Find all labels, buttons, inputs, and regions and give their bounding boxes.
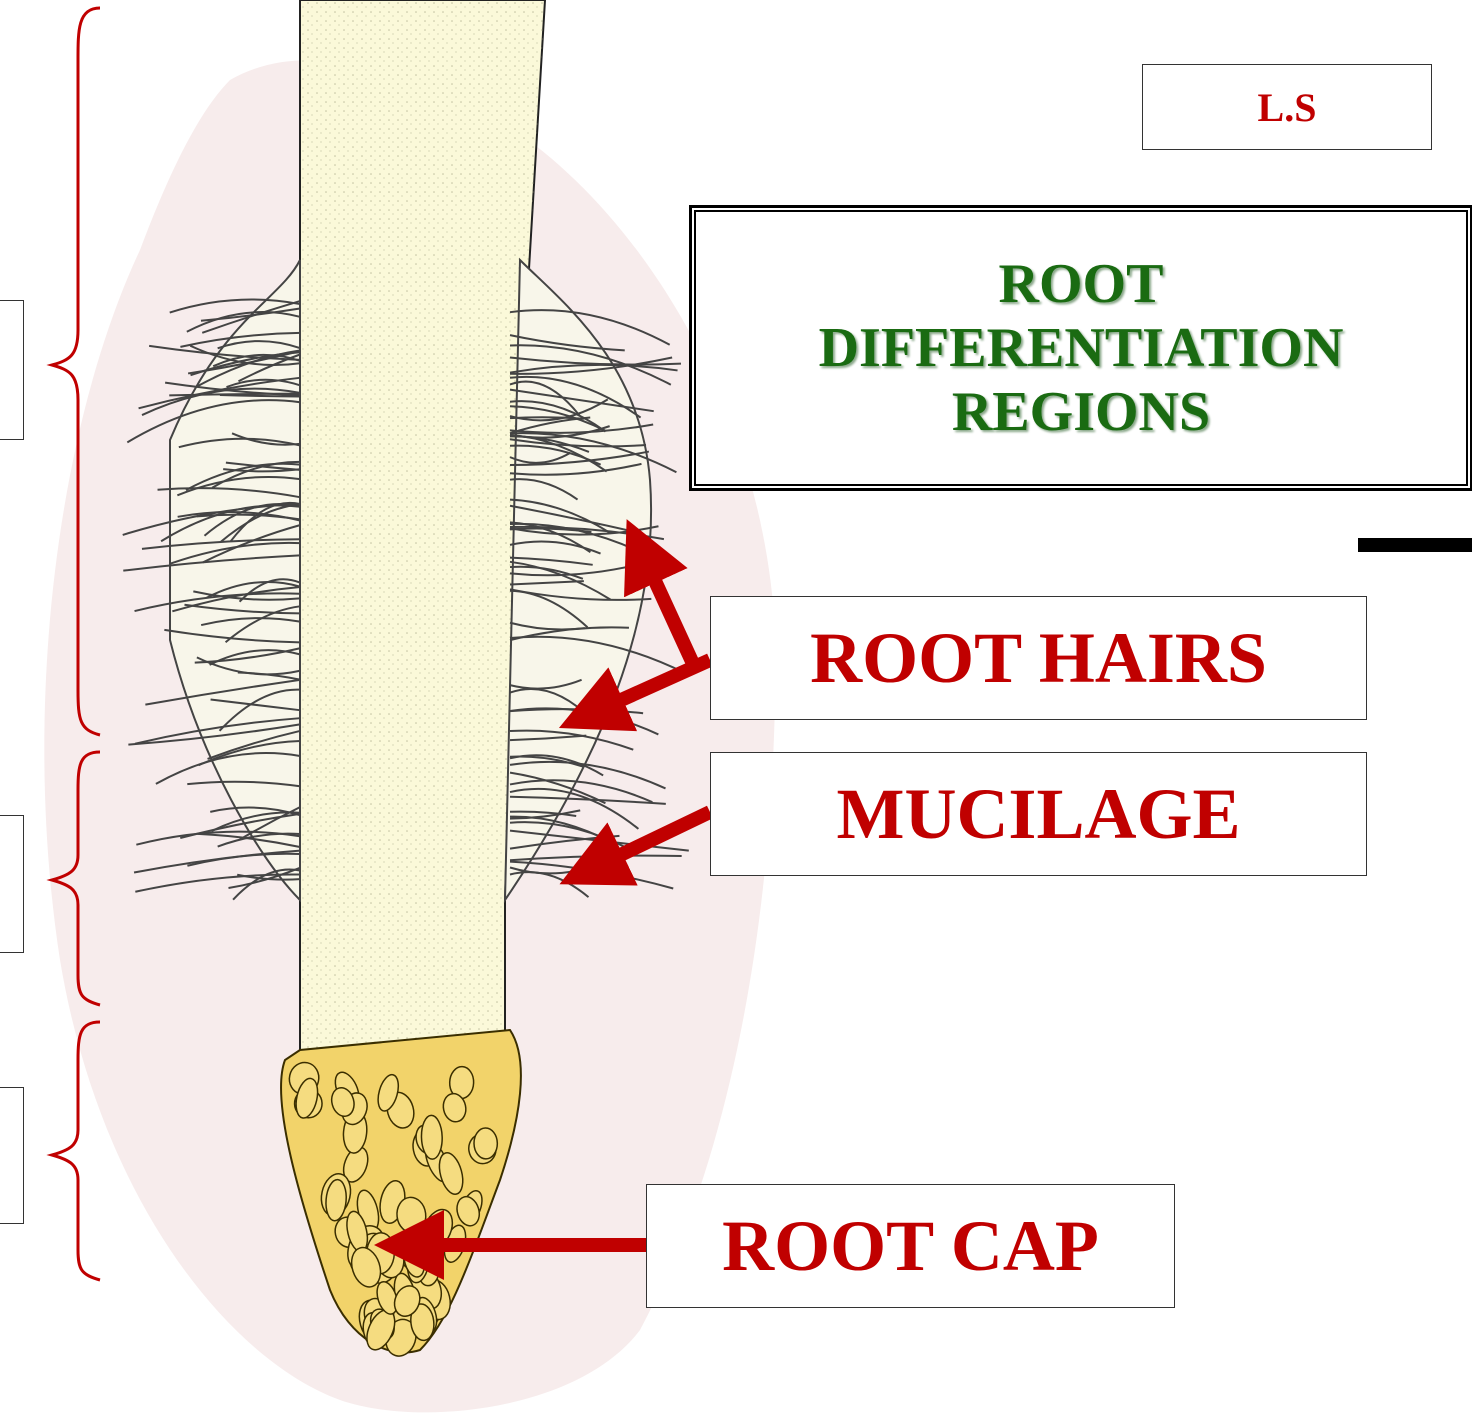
page-title: ROOT DIFFERENTIATION REGIONS bbox=[819, 252, 1344, 444]
root-cap-cell bbox=[421, 1115, 443, 1159]
root-cap-cell bbox=[474, 1128, 498, 1159]
side-box-lower bbox=[0, 1087, 24, 1224]
side-box-upper bbox=[0, 300, 24, 440]
mucilage-label-box: MUCILAGE bbox=[710, 752, 1367, 876]
root-cap-label-box: ROOT CAP bbox=[646, 1184, 1175, 1308]
title-line-3: REGIONS bbox=[819, 380, 1344, 444]
title-box: ROOT DIFFERENTIATION REGIONS bbox=[690, 206, 1472, 490]
root-hairs-label: ROOT HAIRS bbox=[810, 617, 1267, 700]
black-bar bbox=[1358, 538, 1472, 552]
title-line-2: DIFFERENTIATION bbox=[819, 316, 1344, 380]
root-hairs-label-box: ROOT HAIRS bbox=[710, 596, 1367, 720]
root-cap-label: ROOT CAP bbox=[722, 1205, 1099, 1288]
side-box-middle bbox=[0, 815, 24, 953]
mucilage-label: MUCILAGE bbox=[836, 773, 1240, 856]
section-label-box: L.S bbox=[1142, 64, 1432, 150]
title-line-1: ROOT bbox=[819, 252, 1344, 316]
section-label: L.S bbox=[1258, 84, 1317, 131]
